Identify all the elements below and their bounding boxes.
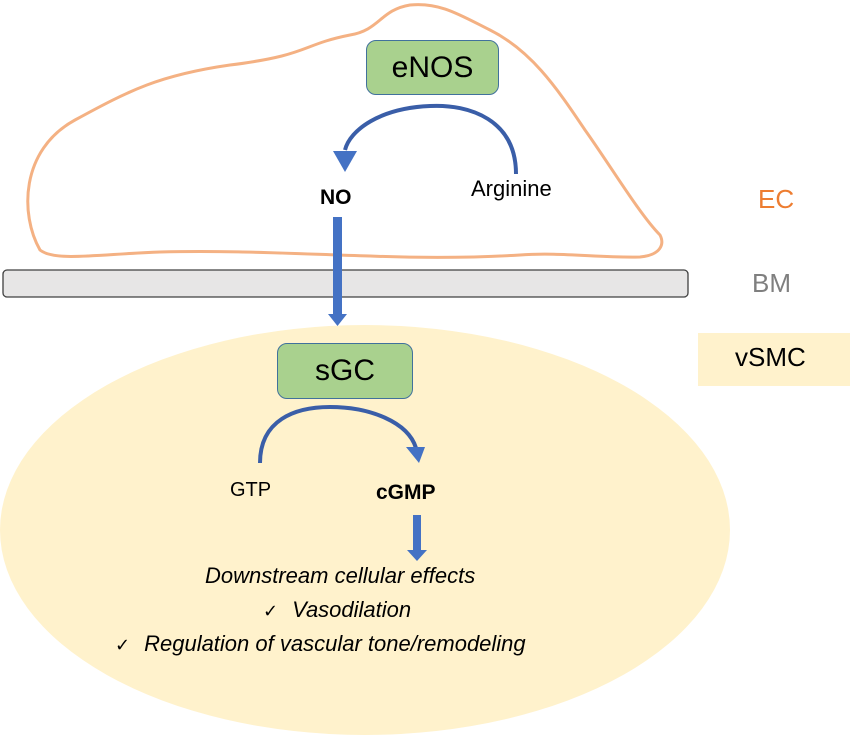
sgc-box: sGC	[277, 343, 413, 399]
no-label: NO	[320, 186, 352, 209]
cgmp-to-effects-arrowhead	[407, 550, 427, 561]
no-to-sgc-arrowhead	[328, 314, 347, 326]
legend-ec: EC	[758, 184, 795, 214]
legend-vsmc: vSMC	[735, 342, 806, 372]
effect-item: ✓ Regulation of vascular tone/remodeling	[115, 631, 526, 657]
check-icon: ✓	[115, 635, 131, 655]
vsmc-cell	[0, 325, 730, 735]
endothelial-cell-outline	[26, 3, 664, 259]
effect-item: ✓ Vasodilation	[263, 597, 411, 623]
cgmp-to-effects-arrow	[413, 515, 421, 553]
enos-box: eNOS	[366, 40, 499, 95]
gtp-to-cgmp-arrow	[258, 404, 418, 464]
legend-bm: BM	[752, 268, 791, 298]
arginine-label: Arginine	[471, 176, 552, 201]
check-icon: ✓	[263, 601, 279, 621]
cgmp-label: cGMP	[376, 481, 436, 504]
gtp-label: GTP	[230, 479, 272, 501]
effects-heading: Downstream cellular effects	[205, 563, 476, 588]
no-to-sgc-arrow	[333, 217, 342, 317]
effect-text: Regulation of vascular tone/remodeling	[144, 631, 526, 656]
gtp-to-cgmp-arrowhead	[406, 447, 425, 463]
effect-text: Vasodilation	[292, 597, 412, 622]
basement-membrane	[2, 269, 689, 298]
vsmc-legend-swatch	[698, 333, 850, 386]
arginine-to-no-arrow	[343, 103, 518, 175]
arginine-to-no-arrowhead	[333, 151, 357, 172]
